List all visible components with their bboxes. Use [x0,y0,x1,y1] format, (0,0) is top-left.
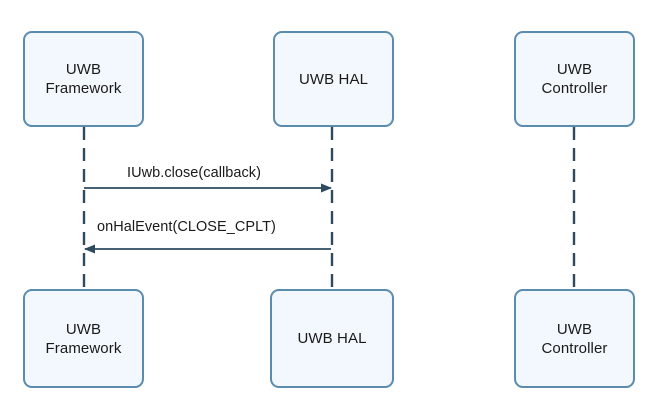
participant-label-uwb-controller-top: UWB Controller [541,61,608,97]
participant-box-uwb-framework-top[interactable]: UWB Framework [23,31,144,127]
message-label-onhalevent-close-cplt: onHalEvent(CLOSE_CPLT) [97,219,276,235]
participant-box-uwb-hal-bottom[interactable]: UWB HAL [270,289,394,388]
participant-box-uwb-framework-bottom[interactable]: UWB Framework [23,289,144,388]
participant-box-uwb-controller-bottom[interactable]: UWB Controller [514,289,635,388]
participant-label-uwb-hal-top: UWB HAL [298,70,369,88]
lifelines [82,127,576,289]
participant-label-uwb-framework-bottom: UWB Framework [45,320,122,357]
participant-box-uwb-controller-top[interactable]: UWB Controller [514,31,635,127]
participant-label-uwb-framework-top: UWB Framework [45,61,122,97]
participant-box-uwb-hal-top[interactable]: UWB HAL [273,31,394,127]
message-arrows [84,183,332,254]
participant-label-uwb-hal-bottom: UWB HAL [297,330,367,347]
message-label-iuwb-close: IUwb.close(callback) [127,165,261,181]
participant-label-uwb-controller-bottom: UWB Controller [541,320,608,357]
